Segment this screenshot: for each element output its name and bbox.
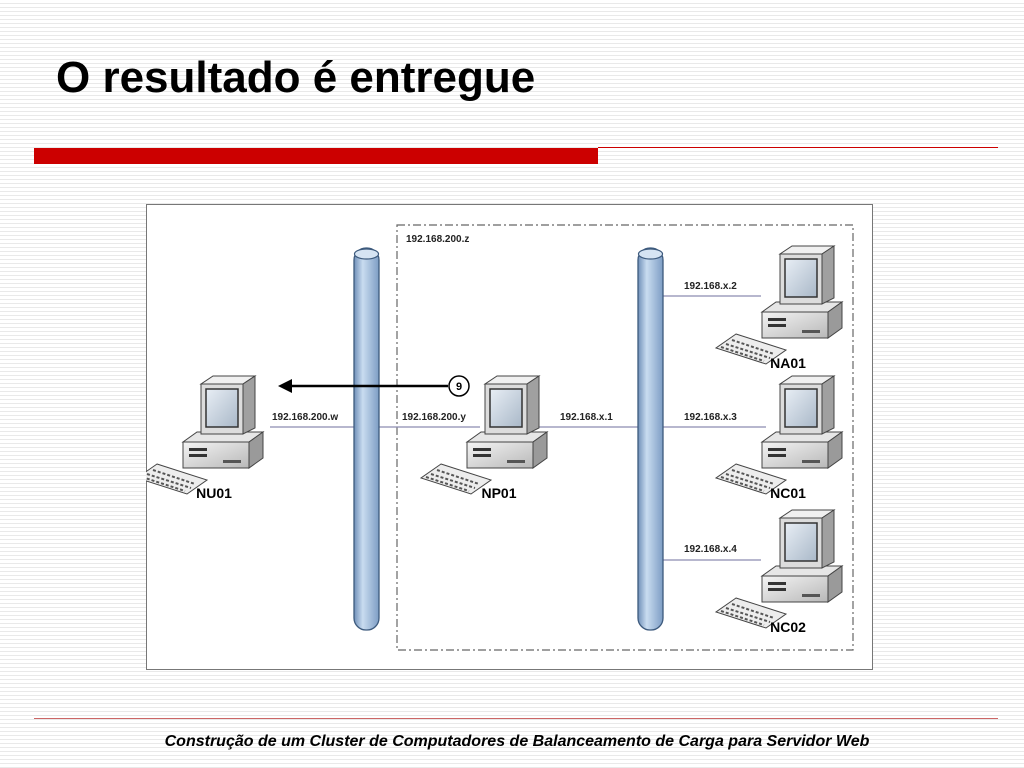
step-number: 9 (456, 381, 462, 393)
response-arrow (278, 379, 448, 393)
ip-na01: 192.168.x.2 (684, 281, 737, 292)
node-label-nu01: NU01 (196, 485, 232, 501)
ip-np01-right: 192.168.x.1 (560, 412, 613, 423)
ip-nc02: 192.168.x.4 (684, 544, 737, 555)
ip-np01-left: 192.168.200.y (402, 412, 466, 423)
subnet-label: 192.168.200.z (406, 234, 469, 245)
node-label-nc02: NC02 (770, 619, 806, 635)
slide-title: O resultado é entregue (56, 53, 536, 102)
title-underline-line (598, 147, 998, 148)
node-label-na01: NA01 (770, 355, 806, 371)
cluster-boundary (396, 224, 854, 651)
node-label-np01: NP01 (481, 485, 516, 501)
network-bus-internal (637, 247, 664, 631)
step-marker: 9 (448, 375, 470, 397)
network-bus-external (353, 247, 380, 631)
footer-divider (34, 718, 998, 719)
ip-nc01: 192.168.x.3 (684, 412, 737, 423)
slide-footer: Construção de um Cluster de Computadores… (164, 733, 870, 750)
ip-nu01: 192.168.200.w (272, 412, 338, 423)
node-label-nc01: NC01 (770, 485, 806, 501)
title-underline-bar (34, 148, 598, 164)
network-diagram: 192.168.200.z 9 192.168.200.w 192.168.20… (136, 204, 873, 670)
